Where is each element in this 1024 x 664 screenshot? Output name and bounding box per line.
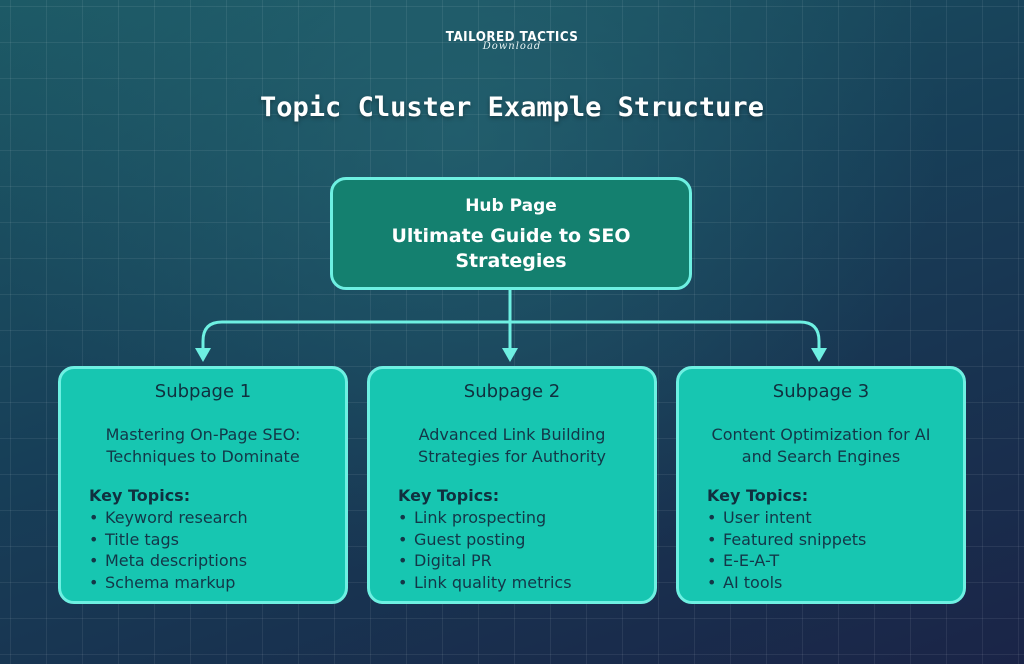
- topic-item: Link quality metrics: [398, 572, 654, 594]
- subpage-label: Subpage 1: [154, 381, 252, 402]
- connector-branch-right: [508, 320, 821, 354]
- arrowhead-subpage-1: [195, 348, 211, 362]
- topic-item: Keyword research: [89, 507, 345, 529]
- subpage-title: Content Optimization for AI and Search E…: [711, 425, 931, 466]
- arrowhead-subpage-2: [502, 348, 518, 362]
- connector-branch-left: [201, 320, 512, 354]
- topic-item: Title tags: [89, 529, 345, 551]
- topic-item: Meta descriptions: [89, 550, 345, 572]
- topic-list: Link prospecting Guest posting Digital P…: [398, 507, 654, 593]
- key-topics-heading: Key Topics:: [89, 486, 191, 505]
- subpage-title: Advanced Link Building Strategies for Au…: [418, 425, 606, 466]
- topic-item: Digital PR: [398, 550, 654, 572]
- subpage-card-3: Subpage 3 Content Optimization for AI an…: [676, 366, 966, 604]
- topic-item: Guest posting: [398, 529, 654, 551]
- key-topics-heading: Key Topics:: [707, 486, 809, 505]
- topic-item: Link prospecting: [398, 507, 654, 529]
- subpage-title: Mastering On-Page SEO: Techniques to Dom…: [105, 425, 301, 466]
- brand-tagline: Download: [482, 41, 542, 52]
- subpage-card-1: Subpage 1 Mastering On-Page SEO: Techniq…: [58, 366, 348, 604]
- topic-item: E-E-A-T: [707, 550, 963, 572]
- brand-logo: TAILORED TACTICS Download: [0, 26, 1024, 52]
- arrowhead-subpage-3: [811, 348, 827, 362]
- topic-item: Featured snippets: [707, 529, 963, 551]
- hub-title: Ultimate Guide to SEO Strategies: [391, 225, 631, 272]
- diagram-title: Topic Cluster Example Structure: [260, 92, 764, 123]
- hub-page-box: Hub Page Ultimate Guide to SEO Strategie…: [330, 177, 692, 290]
- topic-item: Schema markup: [89, 572, 345, 594]
- topic-list: Keyword research Title tags Meta descrip…: [89, 507, 345, 593]
- subpage-card-2: Subpage 2 Advanced Link Building Strateg…: [367, 366, 657, 604]
- subpage-label: Subpage 2: [463, 381, 561, 402]
- brand-name: TAILORED TACTICS: [445, 30, 579, 45]
- topic-list: User intent Featured snippets E-E-A-T AI…: [707, 507, 963, 593]
- hub-label: Hub Page: [465, 196, 557, 216]
- topic-item: User intent: [707, 507, 963, 529]
- key-topics-heading: Key Topics:: [398, 486, 500, 505]
- subpage-label: Subpage 3: [772, 381, 870, 402]
- topic-item: AI tools: [707, 572, 963, 594]
